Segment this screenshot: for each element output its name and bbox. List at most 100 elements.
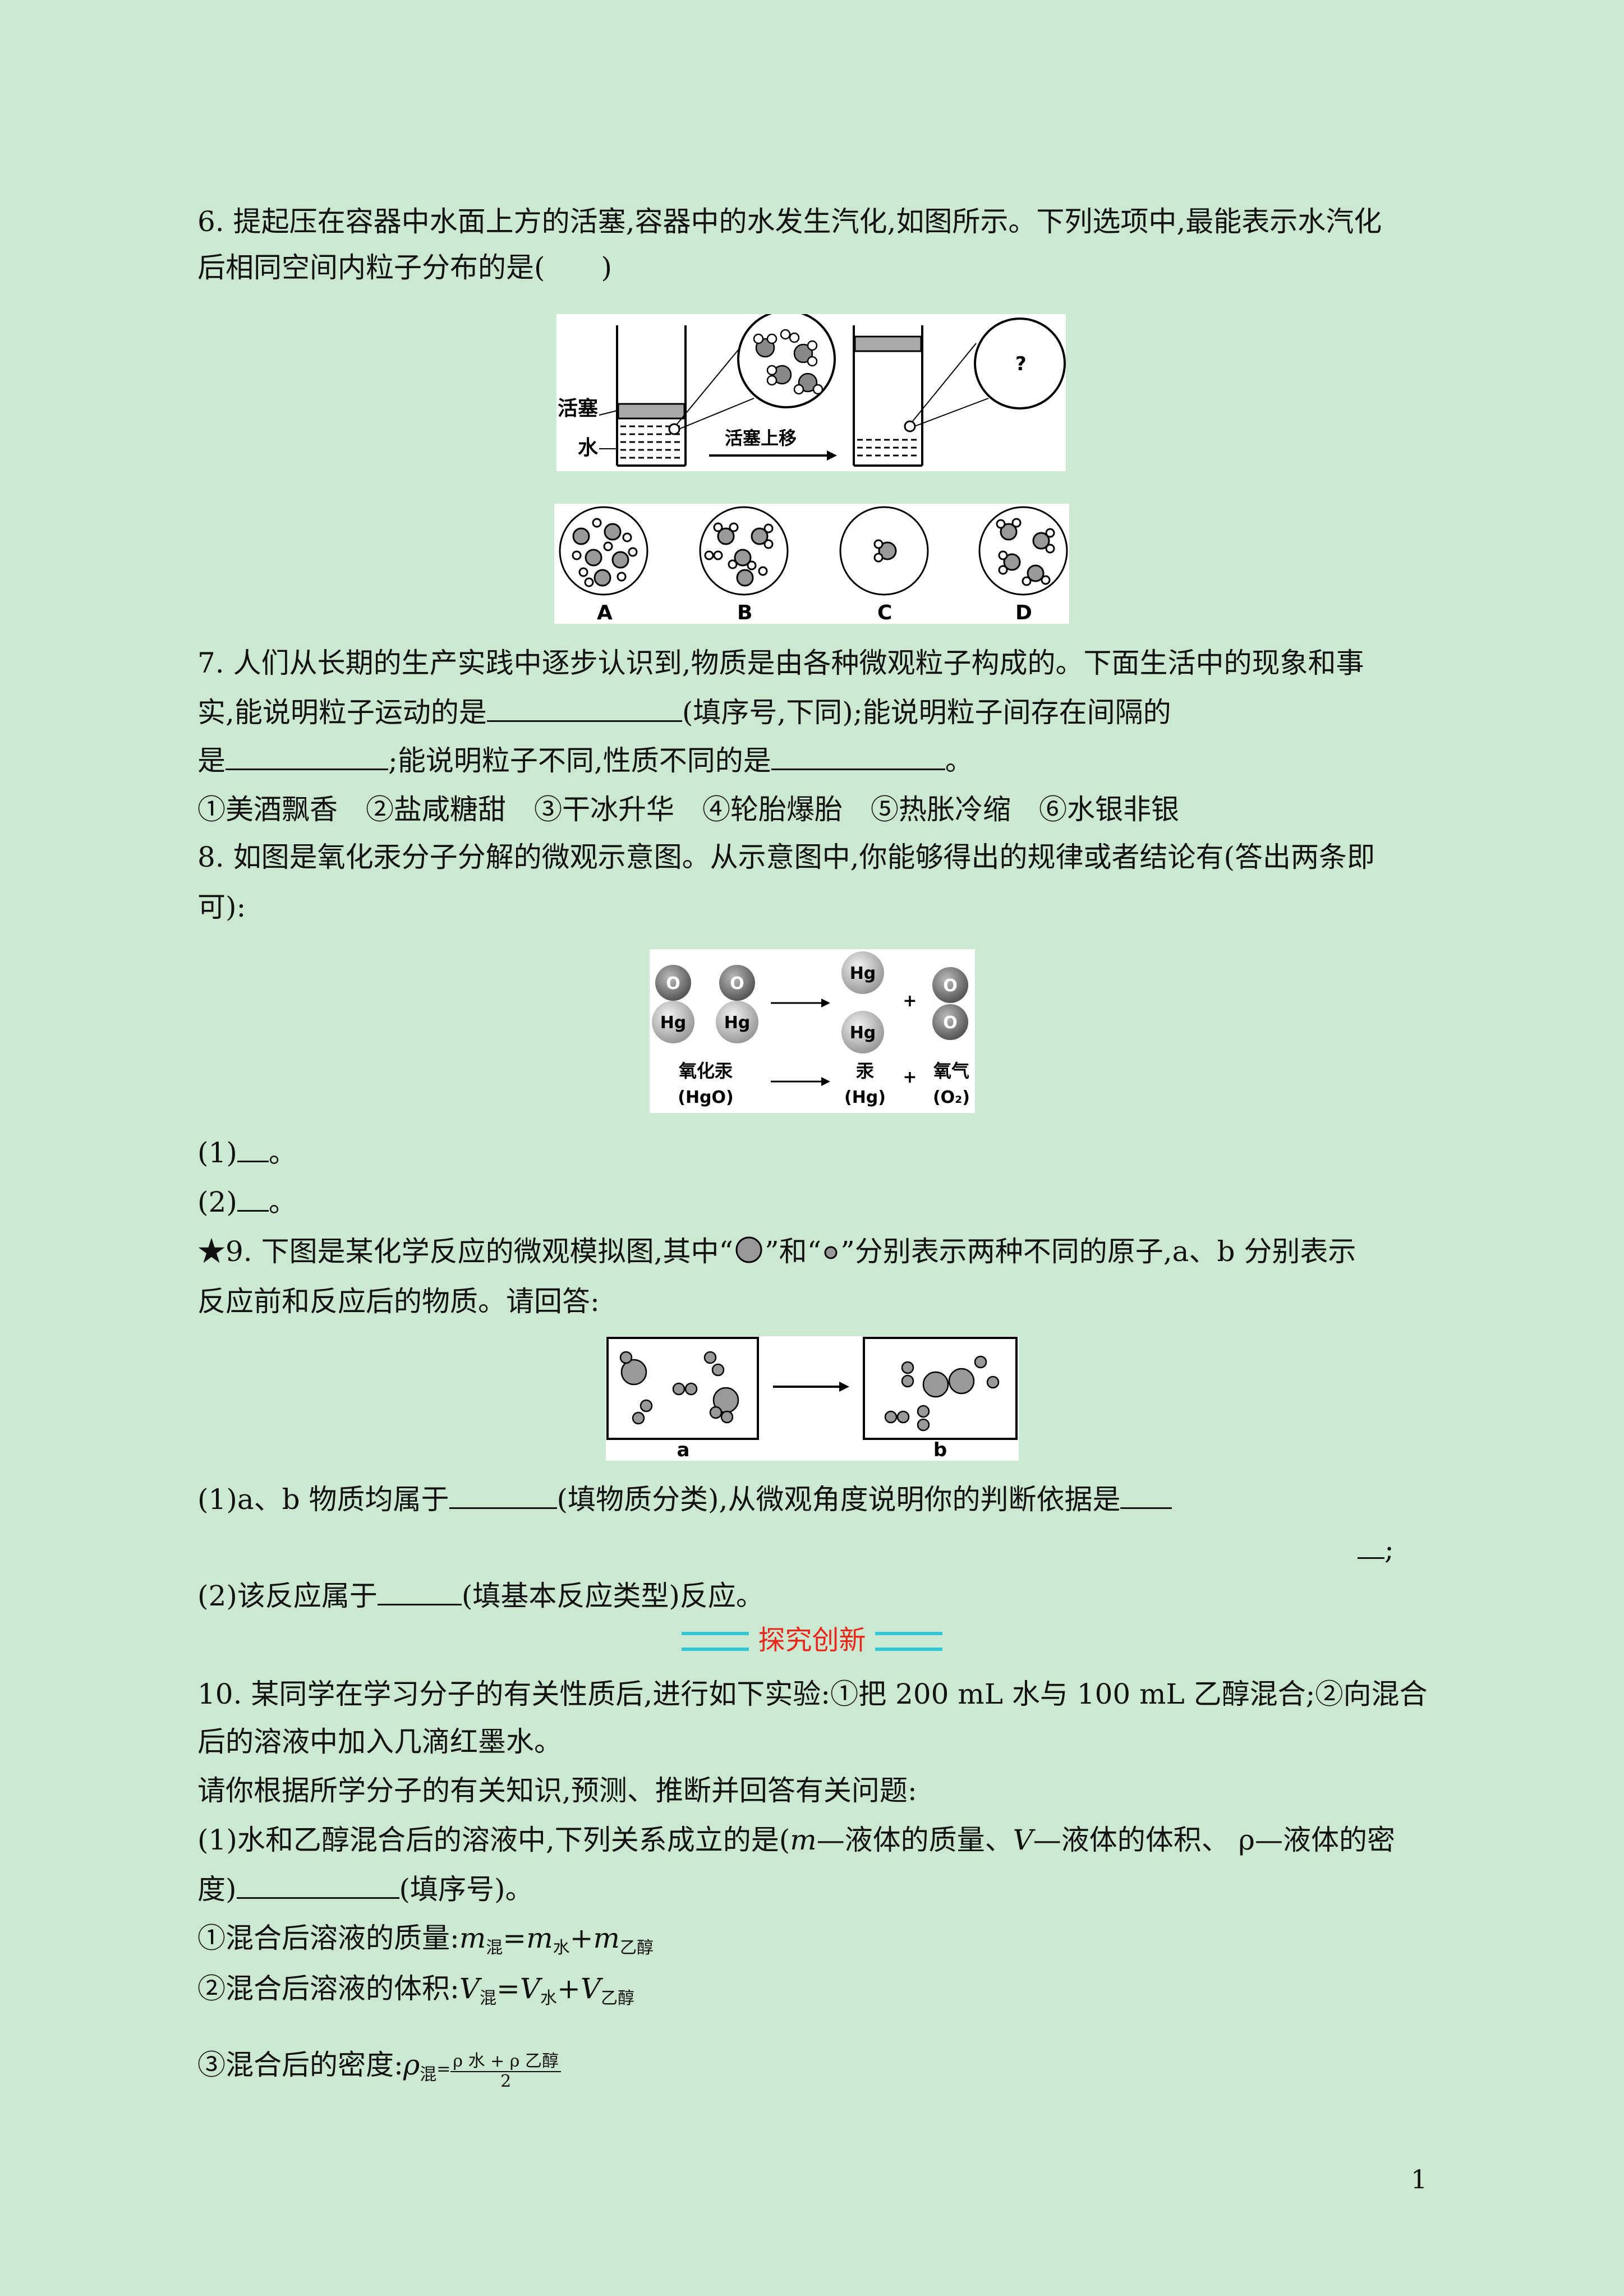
q10-line5: 度)(填序号)。 [197,1872,533,1906]
water-label: 水 [578,436,599,459]
f3-numerator: ρ 水 + ρ 乙醇 [450,2052,561,2072]
move-label: 活塞上移 [725,427,797,449]
q10-formula-2: ②混合后溶液的体积:V混=V水+V乙醇 [197,1972,634,2010]
f1-sub-eth: 乙醇 [619,1938,654,1958]
hgo2-hg: Hg [724,1013,751,1033]
f1-plus: + [569,1922,594,1954]
q10-line4-end: —液体的体积、 ρ—液体的密 [1033,1824,1396,1856]
q9-blank-2-cont[interactable] [1358,1533,1384,1559]
q10-blank-1[interactable] [236,1872,399,1899]
q9-blank-3[interactable] [377,1579,462,1605]
f2-eq: = [496,1972,520,2005]
small-atom-icon [824,1246,838,1259]
option-a-label: A [597,601,613,624]
q9-p1-end: ; [1384,1533,1394,1566]
option-c-label: C [877,601,892,624]
q9-p1-mid: (填物质分类),从微观角度说明你的判断依据是 [556,1483,1121,1516]
q9-p1-start: (1)a、b 物质均属于 [197,1483,449,1516]
q9-line1-end: ”分别表示两种不同的原子,a、b 分别表示 [840,1235,1356,1268]
q9-line1-mid: ”和“ [765,1235,822,1268]
f2-v3: V [580,1972,601,2005]
o2-atom-1: O [943,976,958,996]
o2-formula: (O₂) [933,1088,970,1107]
hgo1-o: O [666,974,680,993]
q7-line3: 是 ;能说明粒子不同,性质不同的是 。 [197,744,973,777]
q9-p2-end: (填基本反应类型)反应。 [461,1580,764,1612]
hgo1-hg: Hg [660,1013,687,1033]
q10-line4-start: (1)水和乙醇混合后的溶液中,下列关系成立的是( [197,1824,790,1856]
big-atom-icon [735,1236,762,1263]
hgo2-o: O [730,974,744,993]
f1-m2: m [526,1922,553,1954]
q10-line3: 请你根据所学分子的有关知识,预测、推断并回答有关问题: [197,1774,917,1807]
f1-m: m [459,1922,486,1954]
q10-line1: 10. 某同学在学习分子的有关性质后,进行如下实验:①把 200 mL 水与 1… [197,1678,1428,1710]
q7-line3-mid: ;能说明粒子不同,性质不同的是 [388,744,771,777]
f3-rho: ρ [403,2049,420,2081]
q6-line2: 后相同空间内粒子分布的是( ) [197,251,613,284]
q6-piston-figure: 活塞 水 活塞上移 ? [556,314,1066,471]
q7-blank-2[interactable] [226,744,388,770]
option-d-label: D [1015,601,1032,624]
hgo-formula: (HgO) [678,1088,734,1107]
q10-line5-end: (填序号)。 [399,1873,533,1906]
q8-blank-2[interactable] [237,1185,269,1212]
f2-sub-eth: 乙醇 [601,1989,634,2008]
q7-line3-end: 。 [945,744,973,777]
f2-v2: V [519,1972,540,2005]
f2-sub-water: 水 [540,1989,557,2008]
f2-v: V [459,1972,480,2005]
q9-p2-start: (2)该反应属于 [197,1580,378,1612]
q8-line1: 8. 如图是氧化汞分子分解的微观示意图。从示意图中,你能够得出的规律或者结论有(… [197,841,1375,873]
unknown-mark: ? [1015,353,1027,375]
q8-a1-number: (1) [197,1137,237,1169]
q9-part1: (1)a、b 物质均属于 (填物质分类),从微观角度说明你的判断依据是 [197,1483,1172,1516]
q9-reaction-figure: a b [606,1336,1019,1461]
q6-options-figure: A B C D [554,504,1069,624]
section-heading: 探究创新 [682,1623,942,1658]
hg2-atom: Hg [850,1023,876,1043]
q8-a2-number: (2) [197,1186,237,1218]
q8-hgo-figure: O Hg O Hg Hg Hg + O O 氧化汞 (HgO) 汞 (Hg) +… [650,949,975,1113]
q7-line3-start: 是 [197,744,226,777]
fig-label-a: a [677,1439,690,1461]
q7-line2-end: (填序号,下同);能说明粒子间存在间隔的 [682,696,1171,729]
q8-answer-1: (1) 。 [197,1136,297,1170]
q8-a1-end: 。 [268,1137,297,1169]
page-number: 1 [1411,2164,1428,2194]
o2-name: 氧气 [933,1060,969,1082]
piston-label: 活塞 [558,397,598,420]
f1-sub-water: 水 [553,1938,570,1958]
q9-part2: (2)该反应属于 (填基本反应类型)反应。 [197,1579,764,1613]
q8-a2-end: 。 [268,1186,297,1218]
q9-line2: 反应前和反应后的物质。请回答: [197,1285,600,1318]
q10-formula-1: ①混合后溶液的质量:m混=m水+m乙醇 [197,1921,654,1959]
f3-sub-mix: 混 [420,2065,437,2085]
q7-line2: 实,能说明粒子运动的是 (填序号,下同);能说明粒子间存在间隔的 [197,696,1171,729]
q9-line1: ★9. 下图是某化学反应的微观模拟图,其中“ ”和“ ”分别表示两种不同的原子,a、… [197,1234,1356,1268]
q7-blank-3[interactable] [771,744,945,770]
q8-line2: 可): [197,891,246,923]
f1-eq: = [503,1922,527,1954]
f1-label: ①混合后溶液的质量: [197,1922,459,1954]
q8-answer-2: (2) 。 [197,1185,297,1219]
f2-plus: + [556,1972,581,2005]
q7-line2-start: 实,能说明粒子运动的是 [197,696,487,729]
q9-part1-cont: ; [1358,1533,1394,1566]
f3-fraction: ρ 水 + ρ 乙醇 2 [450,2052,561,2091]
f2-sub-mix: 混 [479,1989,496,2008]
q10-line4: (1)水和乙醇混合后的溶液中,下列关系成立的是(m—液体的质量、V—液体的体积、… [197,1823,1395,1857]
q6-line1: 6. 提起压在容器中水面上方的活塞,容器中的水发生汽化,如图所示。下列选项中,最… [197,205,1382,238]
q9-blank-2[interactable] [1120,1483,1172,1509]
q10-line2: 后的溶液中加入几滴红墨水。 [197,1726,562,1758]
f3-eq: = [436,2059,451,2079]
q9-line1-start: ★9. 下图是某化学反应的微观模拟图,其中“ [197,1235,734,1268]
q8-blank-1[interactable] [237,1136,269,1162]
section-title: 探究创新 [749,1625,875,1656]
q9-blank-1[interactable] [449,1483,557,1509]
q10-line4-mass: —液体的质量、 [816,1824,1013,1856]
q7-blank-1[interactable] [486,696,682,722]
f1-sub-mix: 混 [486,1938,503,1958]
plus-bottom: + [903,1068,917,1087]
q10-formula-3: ③混合后的密度:ρ混= ρ 水 + ρ 乙醇 2 [197,2047,561,2091]
